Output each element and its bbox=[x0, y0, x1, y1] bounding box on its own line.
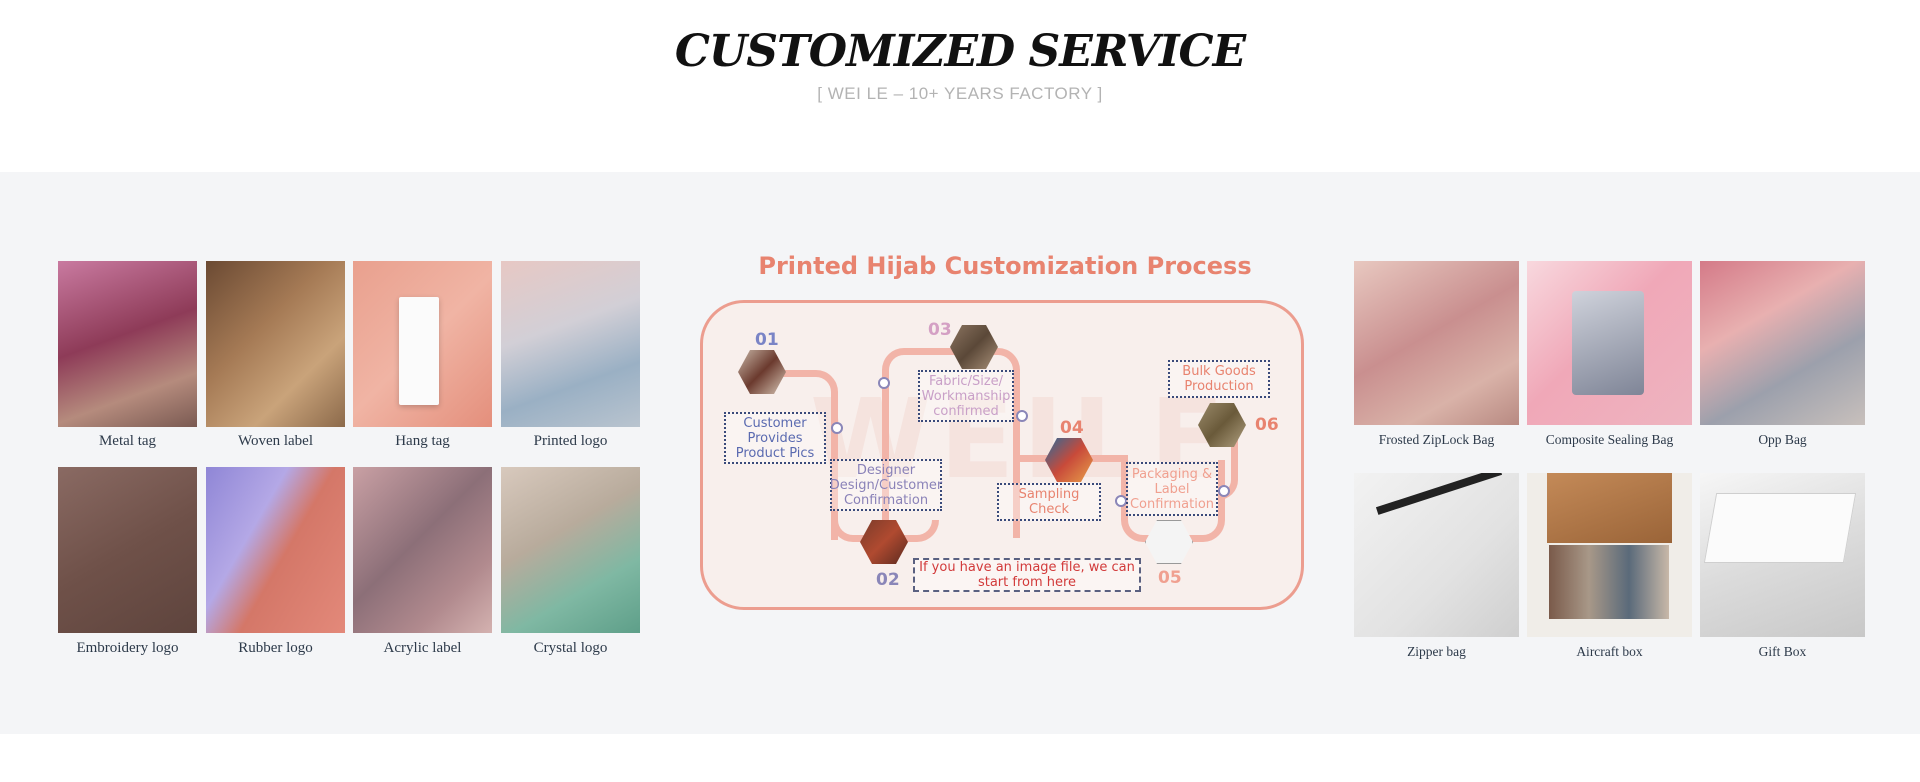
step-box-04: Sampling Check bbox=[997, 483, 1101, 521]
step-04-image bbox=[1045, 438, 1093, 482]
acrylic-label-image[interactable] bbox=[353, 467, 492, 633]
printed-logo-image[interactable] bbox=[501, 261, 640, 427]
process-title: Printed Hijab Customization Process bbox=[758, 252, 1252, 280]
label-caption: Acrylic label bbox=[383, 640, 462, 656]
composite-sealing-bag-image[interactable] bbox=[1527, 261, 1692, 425]
woven-label-image[interactable] bbox=[206, 261, 345, 427]
embroidery-logo-image[interactable] bbox=[58, 467, 197, 633]
process-path bbox=[778, 370, 838, 540]
packaging-caption: Aircraft box bbox=[1576, 644, 1643, 659]
label-caption: Embroidery logo bbox=[76, 640, 179, 656]
step-box-05: Packaging & Label Confirmation bbox=[1126, 462, 1218, 516]
connector-dot bbox=[1218, 485, 1230, 497]
frosted-ziplock-bag-image[interactable] bbox=[1354, 261, 1519, 425]
packaging-caption: Composite Sealing Bag bbox=[1545, 432, 1674, 447]
step-box-03: Fabric/Size/ Workmanship confirmed bbox=[918, 370, 1014, 422]
header: CUSTOMIZED SERVICE [ WEI LE – 10+ YEARS … bbox=[0, 0, 1920, 172]
step-number: 01 bbox=[755, 330, 779, 350]
packaging-caption: Gift Box bbox=[1758, 644, 1807, 659]
connector-dot bbox=[831, 422, 843, 434]
aircraft-box-image[interactable] bbox=[1527, 473, 1692, 637]
packaging-caption: Frosted ZipLock Bag bbox=[1378, 432, 1495, 447]
step-number: 02 bbox=[876, 570, 900, 590]
note-box: If you have an image file, we can start … bbox=[913, 558, 1141, 592]
step-number: 06 bbox=[1255, 415, 1279, 435]
label-caption: Rubber logo bbox=[238, 640, 313, 656]
step-01-image bbox=[738, 350, 786, 394]
crystal-logo-image[interactable] bbox=[501, 467, 640, 633]
label-caption: Metal tag bbox=[98, 433, 157, 449]
step-number: 04 bbox=[1060, 418, 1084, 438]
metal-tag-image[interactable] bbox=[58, 261, 197, 427]
step-box-06: Bulk Goods Production bbox=[1168, 360, 1270, 398]
step-number: 05 bbox=[1158, 568, 1182, 588]
label-caption: Crystal logo bbox=[533, 640, 608, 656]
step-box-02: Designer Design/Customer Confirmation bbox=[830, 459, 942, 511]
step-box-01: Customer Provides Product Pics bbox=[724, 412, 826, 464]
rubber-logo-image[interactable] bbox=[206, 467, 345, 633]
zipper-bag-image[interactable] bbox=[1354, 473, 1519, 637]
step-number: 03 bbox=[928, 320, 952, 340]
label-caption: Printed logo bbox=[533, 433, 608, 449]
step-06-image bbox=[1198, 403, 1246, 447]
label-caption: Woven label bbox=[237, 433, 313, 449]
step-03-image bbox=[950, 325, 998, 369]
opp-bag-image[interactable] bbox=[1700, 261, 1865, 425]
process-path bbox=[882, 348, 1020, 538]
packaging-caption: Opp Bag bbox=[1758, 432, 1807, 447]
gift-box-image[interactable] bbox=[1700, 473, 1865, 637]
label-caption: Hang tag bbox=[395, 433, 450, 449]
page-title: CUSTOMIZED SERVICE bbox=[674, 26, 1246, 77]
packaging-caption: Zipper bag bbox=[1407, 644, 1466, 659]
connector-dot bbox=[878, 377, 890, 389]
connector-dot bbox=[1016, 410, 1028, 422]
hang-tag-image[interactable] bbox=[353, 261, 492, 427]
page-subtitle: [ WEI LE – 10+ YEARS FACTORY ] bbox=[817, 84, 1103, 103]
